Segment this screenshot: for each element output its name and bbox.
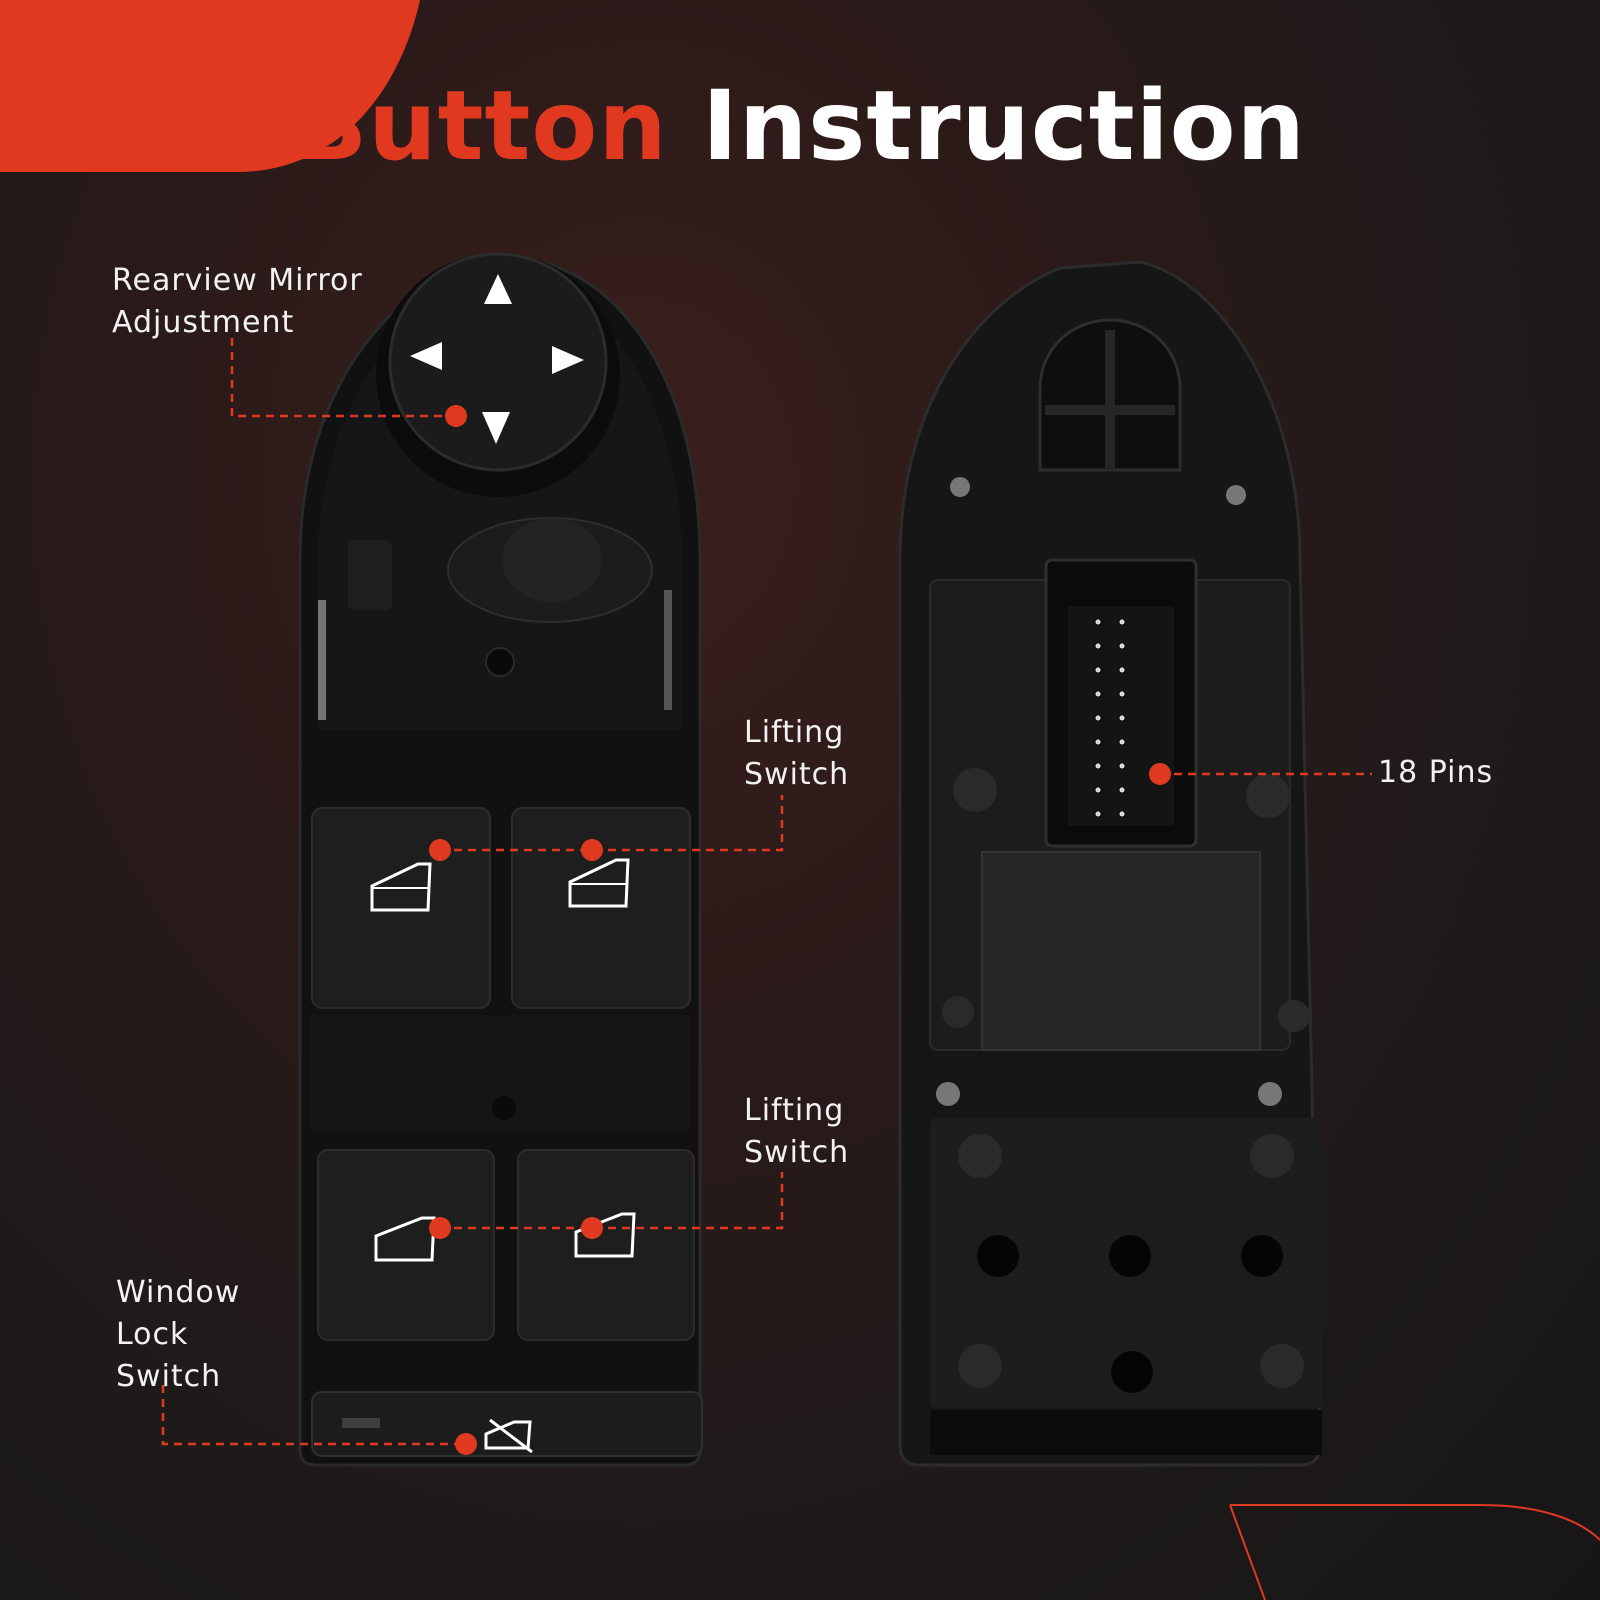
mirror-selector-toggle — [502, 518, 602, 602]
screw — [1226, 485, 1246, 505]
lifting-rear-dot-1 — [429, 1217, 451, 1239]
title-word-2: Instruction — [702, 70, 1306, 182]
page-title: Button Instruction — [0, 70, 1600, 182]
title-word-1: Button — [294, 70, 668, 182]
front-left-lifting-switch — [311, 807, 491, 1009]
callout-label-lifting-rear: Lifting Switch — [744, 1093, 850, 1170]
callout-label-window-lock: Window Lock Switch — [116, 1275, 241, 1394]
lifting-front-dot-1 — [429, 839, 451, 861]
callout-label-lifting-front: Lifting Switch — [744, 715, 850, 792]
mirror-adjust-knob — [388, 252, 608, 472]
arrow-right-icon — [552, 346, 584, 374]
screw — [936, 1082, 960, 1106]
screw — [1258, 1082, 1282, 1106]
screw — [950, 477, 970, 497]
label-plate — [981, 851, 1261, 1051]
callout-label-mirror: Rearview Mirror Adjustment — [112, 263, 363, 340]
front-right-lifting-switch — [511, 807, 691, 1009]
connector-pins — [1095, 619, 1125, 817]
arrow-down-icon — [482, 412, 510, 444]
window-icon — [568, 858, 630, 908]
callout-lines — [161, 338, 1372, 1446]
corner-accent-line — [1230, 1504, 1600, 1541]
window-lock-icon — [484, 1420, 532, 1450]
pins-callout-dot — [1149, 763, 1171, 785]
window-icon — [374, 1216, 436, 1262]
back-switch-panel — [898, 260, 1322, 1467]
corner-accent-line-2 — [1229, 1504, 1266, 1600]
front-switch-panel — [298, 252, 703, 1467]
callout-dots — [429, 405, 1171, 1455]
callout-label-pins: 18 Pins — [1378, 755, 1494, 790]
corner-accent-shape — [0, 0, 420, 172]
window-icon — [370, 862, 432, 912]
lifting-rear-dot-2 — [581, 1217, 603, 1239]
arrow-left-icon — [410, 342, 442, 370]
window-lock-dot — [455, 1433, 477, 1455]
lifting-front-dot-2 — [581, 839, 603, 861]
rear-left-lifting-switch — [317, 1149, 495, 1341]
mirror-callout-dot — [445, 405, 467, 427]
rear-right-lifting-switch — [517, 1149, 695, 1341]
arrow-up-icon — [484, 274, 512, 304]
side-clip — [348, 540, 392, 610]
window-icon — [574, 1212, 636, 1258]
